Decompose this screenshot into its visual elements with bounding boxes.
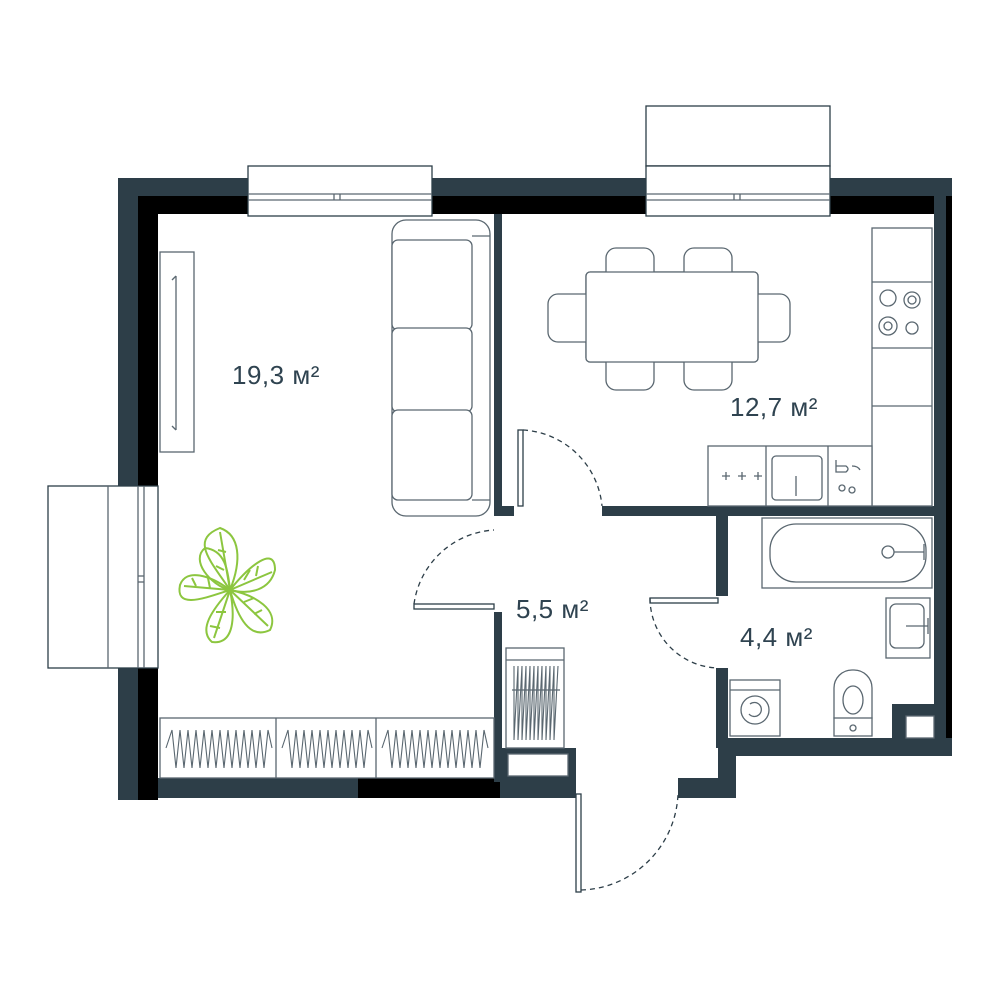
bathtub-icon bbox=[761, 517, 933, 589]
door-bathroom[interactable] bbox=[649, 597, 719, 669]
bottom-wall-left bbox=[158, 778, 358, 798]
entrance-door[interactable] bbox=[575, 793, 679, 893]
monstera-plant-icon bbox=[178, 526, 277, 644]
bottom-wall-right-step bbox=[718, 738, 736, 798]
left-wall-top bbox=[118, 178, 138, 486]
left-wall-bottom-inner bbox=[138, 668, 158, 800]
kitchen bbox=[517, 227, 933, 507]
bottom-wall-mid bbox=[358, 778, 500, 798]
left-wall-bottom bbox=[118, 668, 138, 800]
top-wall-left-inner bbox=[138, 196, 248, 214]
shaft-inner bbox=[905, 715, 935, 739]
left-wall-top-inner bbox=[138, 196, 158, 486]
washing-machine-icon bbox=[729, 679, 781, 737]
sofa bbox=[391, 219, 491, 517]
washbasin-icon bbox=[885, 597, 931, 659]
top-wall-right-inner bbox=[830, 196, 934, 214]
walls bbox=[118, 178, 952, 800]
living-room bbox=[159, 219, 495, 779]
wall-hall-left bbox=[494, 612, 502, 782]
cooktop-icon bbox=[878, 289, 921, 336]
storage-bench bbox=[159, 717, 495, 779]
dishwasher-icon bbox=[835, 460, 861, 494]
kitchen-cabinets bbox=[871, 227, 933, 507]
wall-living-kitchen bbox=[494, 214, 502, 514]
window-living-left-balcony bbox=[47, 485, 159, 669]
area-label-kitchen: 12,7 м² bbox=[730, 392, 818, 422]
wall-kitchen-bath bbox=[602, 506, 934, 516]
hall bbox=[505, 647, 679, 893]
hall-wardrobe bbox=[505, 647, 565, 749]
wall-living-kitchen-foot bbox=[494, 506, 514, 516]
area-label-hall: 5,5 м² bbox=[516, 594, 589, 624]
top-wall-mid bbox=[432, 178, 646, 196]
wall-bath-left-bottom bbox=[716, 668, 728, 748]
bottom-wall-entry-left bbox=[500, 778, 576, 798]
area-label-bathroom: 4,4 м² bbox=[740, 622, 813, 652]
wall-bath-left-top bbox=[716, 516, 728, 596]
sink-icon bbox=[771, 455, 823, 501]
right-wall-outer bbox=[946, 196, 952, 756]
door-kitchen[interactable] bbox=[517, 429, 603, 507]
area-label-living: 19,3 м² bbox=[232, 360, 320, 390]
door-living[interactable] bbox=[413, 529, 495, 610]
dining-table bbox=[547, 247, 791, 391]
window-living-top bbox=[247, 165, 433, 217]
tv-stand bbox=[159, 251, 195, 453]
windows bbox=[47, 105, 831, 669]
bathroom bbox=[649, 517, 933, 737]
top-wall-right bbox=[830, 178, 952, 196]
top-wall-mid-inner bbox=[432, 196, 646, 214]
bottom-wall-right bbox=[718, 738, 952, 756]
window-kitchen-balcony bbox=[645, 105, 831, 217]
toilet-icon bbox=[833, 669, 873, 737]
top-wall-left bbox=[118, 178, 248, 196]
wardrobe-base-box bbox=[507, 753, 569, 777]
